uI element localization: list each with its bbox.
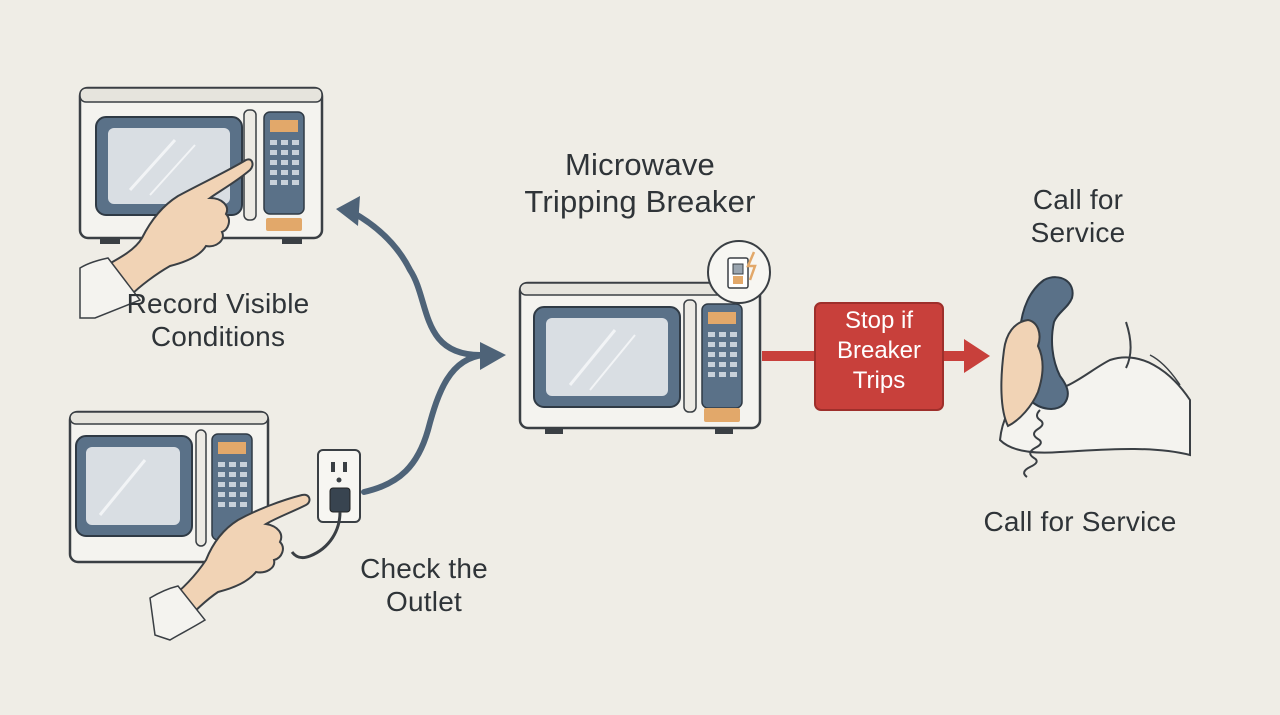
flow-arrow-stop <box>762 339 990 373</box>
outlet-line-1: Check the <box>360 553 488 584</box>
call-top-line-1: Call for <box>1032 184 1124 215</box>
title-line-1: Microwave <box>565 147 715 182</box>
call-top-line-2: Service <box>1030 217 1126 248</box>
title-line-2: Tripping Breaker <box>524 184 756 219</box>
pointing-hand-icon <box>79 158 254 319</box>
stop-line-1: Stop if <box>844 307 914 334</box>
stop-label: Stop if Breaker Trips <box>815 306 943 396</box>
diagram-title: Microwave Tripping Breaker <box>500 146 780 220</box>
microwave-center-icon <box>518 281 762 434</box>
wall-outlet-icon <box>290 449 361 560</box>
record-line-2: Conditions <box>150 321 286 352</box>
step-outlet-label: Check the Outlet <box>340 552 508 618</box>
breaker-switch-icon <box>707 240 771 304</box>
step-record-label: Record Visible Conditions <box>100 287 336 353</box>
record-line-1: Record Visible <box>126 288 310 319</box>
microwave-record-icon <box>78 86 324 244</box>
microwave-outlet-icon <box>68 410 270 564</box>
flow-arrow-record <box>336 196 483 358</box>
pointing-hand-icon <box>149 493 311 641</box>
call-bottom-text: Call for Service <box>983 506 1177 537</box>
stop-box <box>814 302 944 411</box>
call-bottom-label: Call for Service <box>960 505 1200 538</box>
stop-line-2: Breaker <box>836 337 922 364</box>
outlet-line-2: Outlet <box>386 586 462 617</box>
call-top-label: Call for Service <box>1000 183 1156 249</box>
stop-line-3: Trips <box>852 367 906 394</box>
phone-call-icon <box>998 276 1191 478</box>
flow-arrow-outlet <box>361 342 506 495</box>
